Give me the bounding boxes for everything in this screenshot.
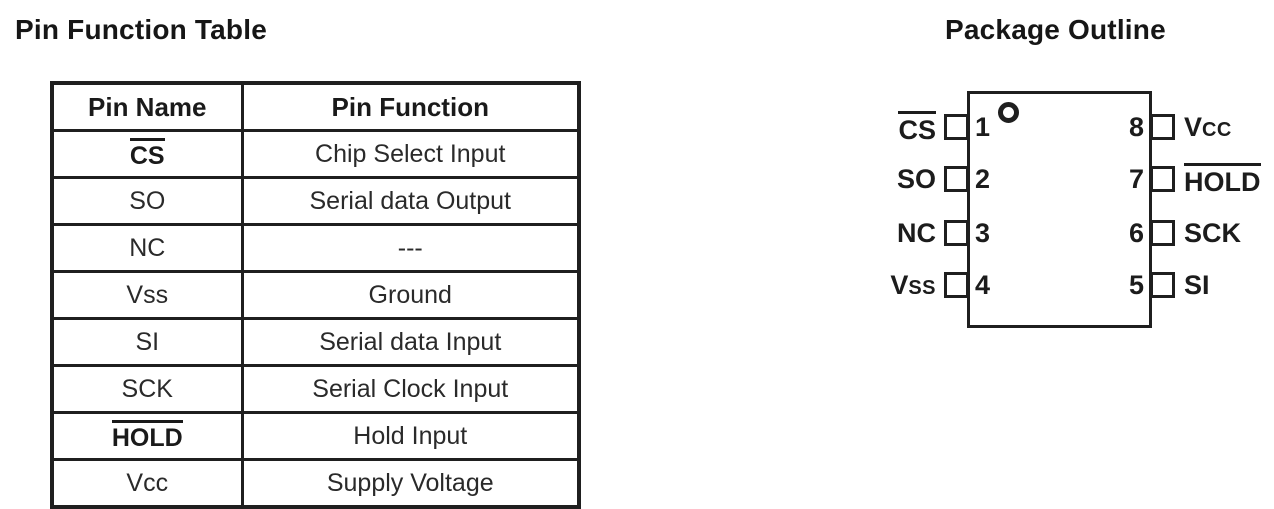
pin-label: VSS: [890, 270, 936, 300]
pin-number: 2: [975, 164, 991, 194]
pin-function-cell: Ground: [240, 270, 581, 320]
pin-pad-icon: [944, 166, 969, 192]
pin-name-cell: HOLD: [50, 411, 244, 461]
pin-label: CS: [828, 111, 936, 144]
pin-name-cell: NC: [50, 223, 244, 273]
pin-pad-icon: [1150, 272, 1175, 298]
pin-label: NC: [897, 218, 936, 248]
table-row: NC---: [50, 223, 581, 273]
table-header-row: Pin Name Pin Function: [50, 81, 581, 132]
pin-number: 7: [1128, 164, 1144, 194]
pin-pad-icon: [1150, 166, 1175, 192]
pin-function-header: Pin Function: [240, 81, 581, 132]
pin-label: SI: [1184, 270, 1210, 300]
pin-number: 1: [975, 112, 991, 142]
pin-function-table-title: Pin Function Table: [15, 14, 267, 45]
pin-function-cell: Serial data Output: [240, 176, 581, 226]
pin-number: 6: [1128, 218, 1144, 248]
pin-number: 4: [975, 270, 991, 300]
pin-name-cell: CS: [50, 129, 244, 179]
chip-body: [967, 91, 1152, 328]
pin-name-cell: SI: [50, 317, 244, 367]
pin1-indicator-icon: [998, 102, 1019, 123]
pin-function-cell: Serial Clock Input: [240, 364, 581, 414]
pin-pad-icon: [1150, 220, 1175, 246]
pin-number: 8: [1128, 112, 1144, 142]
pin-label: VCC: [1184, 112, 1232, 142]
pin-name-header: Pin Name: [50, 81, 244, 132]
pin-number: 3: [975, 218, 991, 248]
pin-pad-icon: [1150, 114, 1175, 140]
package-outline-title: Package Outline: [945, 14, 1166, 45]
pin-function-cell: Serial data Input: [240, 317, 581, 367]
datasheet-pinout-figure: Pin Function Table Pin Name Pin Function…: [15, 14, 1261, 509]
pin-label: SCK: [1184, 218, 1242, 248]
pin-name-cell: Vcc: [50, 458, 244, 509]
pin-name-cell: Vss: [50, 270, 244, 320]
pin-function-cell: Chip Select Input: [240, 129, 581, 179]
pin-pad-icon: [944, 114, 969, 140]
pin-function-cell: ---: [240, 223, 581, 273]
pin-number: 5: [1128, 270, 1144, 300]
pin-pad-icon: [944, 220, 969, 246]
pin-function-cell: Supply Voltage: [240, 458, 581, 509]
pin-label: SO: [896, 164, 936, 194]
pin-label: HOLD: [1184, 163, 1261, 196]
pin-pad-icon: [944, 272, 969, 298]
pin-name-cell: SCK: [50, 364, 244, 414]
pin-name-cell: SO: [50, 176, 244, 226]
pin-function-cell: Hold Input: [240, 411, 581, 461]
